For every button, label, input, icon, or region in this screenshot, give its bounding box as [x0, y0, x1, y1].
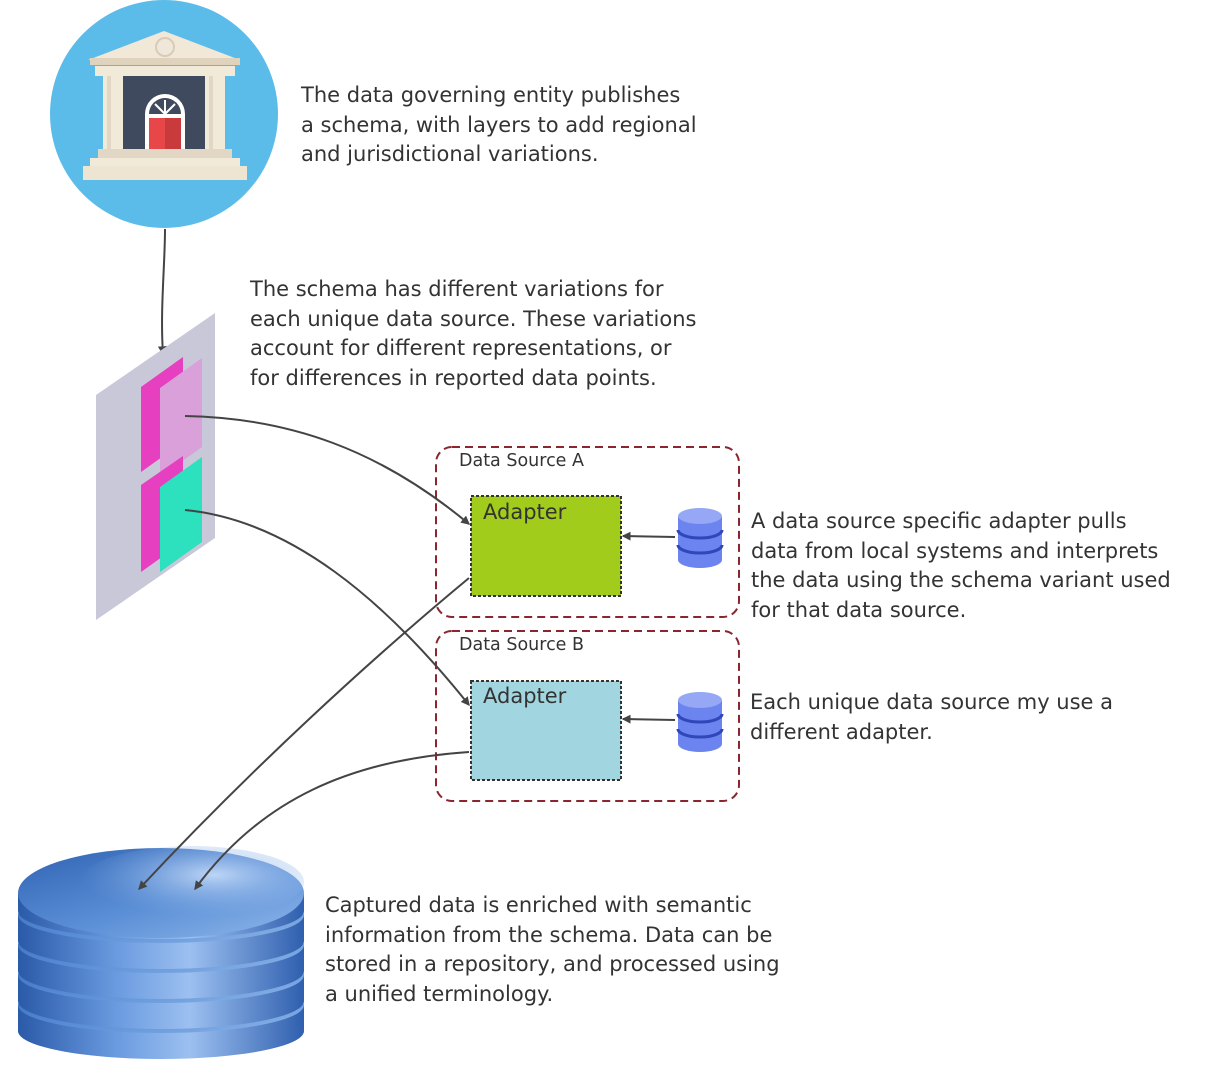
unique-source-description: Each unique data source my use a differe…: [750, 690, 1114, 744]
schema-layers-icon: [96, 313, 215, 620]
arrow-db-b-to-adapter: [621, 714, 676, 724]
captured-data-description: Captured data is enriched with semantic …: [325, 893, 780, 1006]
adapter-b-box[interactable]: [470, 680, 622, 781]
data-source-b-title: Data Source B: [459, 635, 585, 655]
arrow-db-a-to-adapter: [621, 531, 676, 541]
database-icon: [676, 692, 724, 752]
arrow-schema-to-adapter-b: [184, 509, 470, 707]
schema-description: The schema has different variations for …: [250, 277, 697, 390]
arrow-adapter-b-to-repository: [194, 751, 470, 891]
governing-description: The data governing entity publishes a sc…: [301, 83, 697, 166]
government-building-icon: [50, 0, 278, 228]
database-icon: [676, 508, 724, 568]
data-source-a-group: [435, 446, 740, 618]
arrow-governing-to-schema: [157, 228, 167, 356]
adapter-a-box[interactable]: [470, 495, 622, 597]
data-source-b-group: [435, 630, 740, 802]
repository-database-icon: [18, 846, 304, 1059]
arrow-adapter-a-to-repository: [138, 577, 470, 890]
adapter-b-label: Adapter: [483, 684, 567, 708]
adapter-a-label: Adapter: [483, 500, 567, 524]
data-source-a-title: Data Source A: [459, 451, 584, 471]
adapter-description: A data source specific adapter pulls dat…: [751, 509, 1171, 622]
arrow-schema-to-adapter-a: [184, 415, 471, 525]
